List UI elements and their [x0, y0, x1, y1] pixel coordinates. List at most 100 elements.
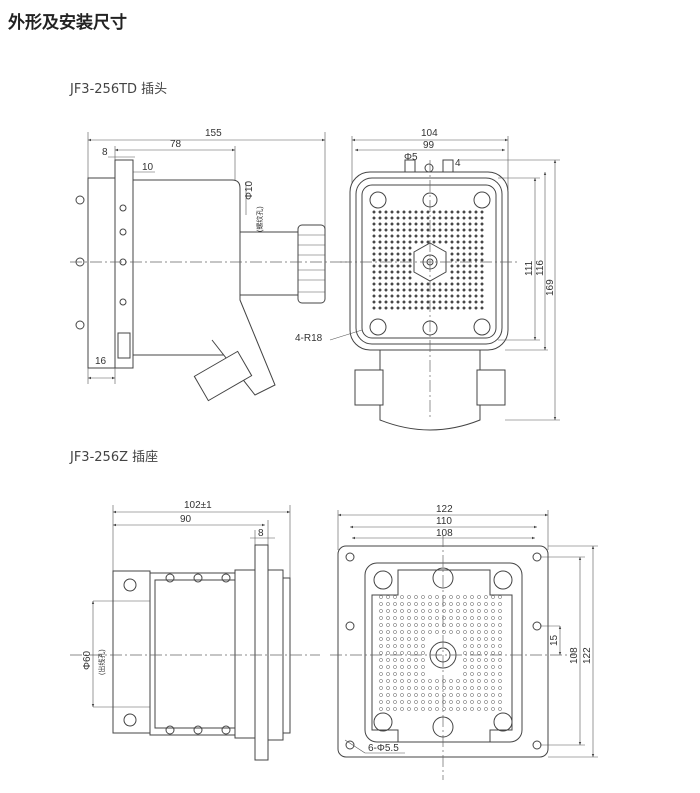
contact-pin: [435, 700, 439, 704]
contact-pin: [480, 234, 484, 238]
contact-pin: [372, 234, 376, 238]
contact-pin: [402, 240, 406, 244]
contact-pin: [435, 686, 439, 690]
contact-pin: [477, 637, 481, 641]
contact-pin: [428, 707, 432, 711]
contact-pin: [468, 288, 472, 292]
contact-pin: [407, 644, 411, 648]
contact-pin: [432, 216, 436, 220]
contact-pin: [386, 602, 390, 606]
contact-pin: [477, 623, 481, 627]
contact-pin: [477, 630, 481, 634]
contact-pin: [435, 707, 439, 711]
contact-pin: [400, 707, 404, 711]
mount-holes-label: 6-Φ5.5: [368, 743, 399, 754]
contact-pin: [498, 637, 502, 641]
contact-pin: [491, 602, 495, 606]
contact-pin: [477, 616, 481, 620]
contact-pin: [432, 288, 436, 292]
contact-pin: [438, 216, 442, 220]
contact-pin: [484, 700, 488, 704]
contact-pin: [396, 288, 400, 292]
contact-pin: [428, 686, 432, 690]
contact-pin: [378, 294, 382, 298]
contact-pin: [480, 222, 484, 226]
dim-78: 78: [170, 139, 182, 150]
contact-pin: [421, 637, 425, 641]
contact-pin: [438, 306, 442, 310]
contact-pin: [386, 644, 390, 648]
contact-pin: [390, 216, 394, 220]
contact-pin: [450, 234, 454, 238]
contact-pin: [468, 216, 472, 220]
contact-pin: [432, 222, 436, 226]
contact-pin: [484, 644, 488, 648]
contact-pin: [372, 282, 376, 286]
contact-pin: [428, 616, 432, 620]
contact-pin: [463, 609, 467, 613]
contact-pin: [414, 222, 418, 226]
contact-pin: [474, 216, 478, 220]
contact-pin: [393, 707, 397, 711]
contact-pin: [468, 276, 472, 280]
contact-pin: [484, 665, 488, 669]
contact-pin: [386, 665, 390, 669]
contact-pin: [372, 306, 376, 310]
contact-pin: [407, 616, 411, 620]
contact-pin: [402, 228, 406, 232]
contact-pin: [379, 665, 383, 669]
contact-pin: [402, 270, 406, 274]
contact-pin: [449, 686, 453, 690]
contact-pin: [396, 264, 400, 268]
contact-pin: [393, 658, 397, 662]
contact-pin: [414, 240, 418, 244]
contact-pin: [379, 672, 383, 676]
contact-pin: [450, 300, 454, 304]
contact-pin: [378, 258, 382, 262]
contact-pin: [393, 609, 397, 613]
contact-pin: [491, 644, 495, 648]
contact-pin: [456, 707, 460, 711]
contact-pin: [456, 693, 460, 697]
contact-pin: [386, 609, 390, 613]
contact-pin: [468, 222, 472, 226]
contact-pin: [379, 707, 383, 711]
contact-pin: [444, 288, 448, 292]
contact-pin: [421, 658, 425, 662]
contact-pin: [407, 658, 411, 662]
contact-pin: [462, 282, 466, 286]
contact-pin: [470, 700, 474, 704]
dim-108-height: 108: [569, 647, 580, 664]
contact-pin: [498, 651, 502, 655]
contact-pin: [386, 679, 390, 683]
contact-pin: [477, 644, 481, 648]
contact-pin: [498, 672, 502, 676]
contact-pin: [477, 651, 481, 655]
contact-pin: [498, 616, 502, 620]
contact-pin: [400, 595, 404, 599]
contact-pin: [428, 602, 432, 606]
contact-pin: [456, 234, 460, 238]
contact-pin: [372, 300, 376, 304]
contact-pin: [449, 679, 453, 683]
contact-pin: [421, 630, 425, 634]
contact-pin: [450, 276, 454, 280]
contact-pin: [450, 264, 454, 268]
contact-pin: [470, 707, 474, 711]
contact-pin: [396, 246, 400, 250]
dim-122-height: 122: [582, 647, 593, 664]
contact-pin: [449, 700, 453, 704]
contact-pin: [384, 264, 388, 268]
contact-pin: [414, 210, 418, 214]
contact-pin: [477, 665, 481, 669]
contact-pin: [400, 672, 404, 676]
contact-pin: [384, 258, 388, 262]
contact-pin: [378, 306, 382, 310]
contact-pin: [396, 228, 400, 232]
contact-pin: [449, 595, 453, 599]
contact-pin: [438, 288, 442, 292]
contact-pin: [477, 700, 481, 704]
contact-pin: [408, 264, 412, 268]
socket-front-view: 122 110 108 15 108 122 6-Φ5.5: [330, 504, 598, 780]
contact-pin: [456, 240, 460, 244]
